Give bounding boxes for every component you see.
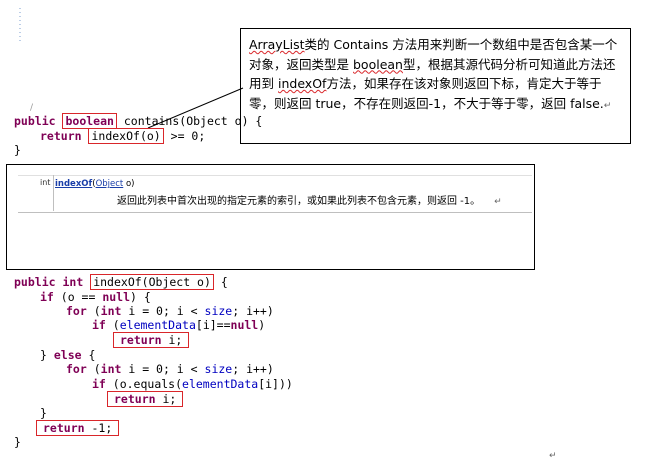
page-return-mark: ↵ (549, 451, 557, 461)
code-line: if (o == null) { (40, 290, 151, 304)
explanation-callout: ArrayList类的 Contains 方法用来判断一个数组中是否包含某一个对… (240, 28, 631, 144)
code-line: } else { (40, 348, 96, 362)
return-index-highlight: return i; (113, 332, 190, 348)
return-index-highlight: return i; (107, 391, 184, 407)
javadoc-return-type: int (40, 178, 51, 187)
code-line: } (14, 435, 21, 449)
javadoc-param-type-link[interactable]: Object (95, 179, 124, 189)
javadoc-divider (53, 175, 54, 211)
code-line: return i; (113, 332, 190, 348)
code-line: } (14, 143, 21, 157)
svg-text:/: / (30, 103, 34, 113)
return-minus-one-highlight: return -1; (36, 420, 120, 436)
return-mark: ↵ (603, 100, 612, 111)
indexof-call-highlight: indexOf(o) (88, 128, 164, 144)
code-line: } (40, 406, 47, 420)
code-line: if (elementData[i]==null) (92, 318, 266, 332)
callout-indexof: indexOf (278, 76, 327, 91)
callout-text-2: 型，根据其源代码分析可知道此方法还用到 (249, 56, 616, 92)
code-line: public int indexOf(Object o) { (14, 274, 228, 290)
callout-text-1: 类的 Contains 方法用来判断一个数组中是否包含某一个对象，返回类型是 (249, 37, 618, 72)
indexof-signature-highlight: indexOf(Object o) (90, 274, 214, 290)
code-line: return indexOf(o) >= 0; (40, 128, 206, 144)
javadoc-description: 返回此列表中首次出现的指定元素的索引，或如果此列表不包含元素，则返回 -1。↵ (117, 196, 502, 207)
javadoc-signature: indexOf(Object o) (55, 179, 135, 189)
callout-text-3: 方法，如果存在该对象则返回下标，肯定大于等于零，则返回 true，不存在则返回-… (249, 76, 604, 111)
callout-arraylist: ArrayList (249, 37, 305, 52)
code-line: if (o.equals(elementData[i])) (92, 377, 293, 391)
code-line: return i; (107, 391, 184, 407)
javadoc-panel: int indexOf(Object o) 返回此列表中首次出现的指定元素的索引… (6, 164, 535, 270)
code-line: return -1; (36, 420, 120, 436)
code-line: public boolean contains(Object o) { (14, 113, 263, 129)
code-line: for (int i = 0; i < size; i++) (66, 362, 274, 376)
javadoc-method-link[interactable]: indexOf (55, 179, 93, 189)
boolean-highlight: boolean (62, 113, 117, 129)
code-line: for (int i = 0; i < size; i++) (66, 304, 274, 318)
javadoc-row (18, 175, 532, 213)
callout-boolean: boolean (353, 56, 403, 72)
